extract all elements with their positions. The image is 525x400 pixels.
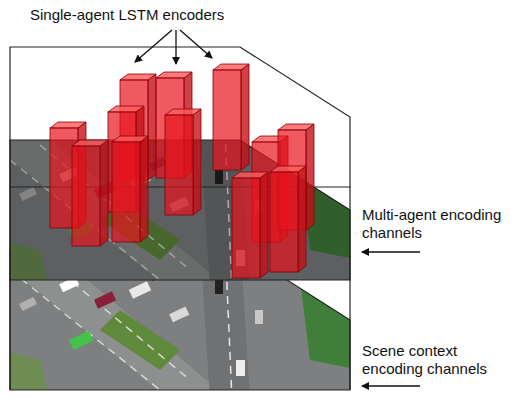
encoder-label: Single-agent LSTM encoders	[30, 6, 330, 24]
channel-label: Scene context encoding channels	[362, 342, 502, 378]
channel-label: Multi-agent encoding channels	[362, 206, 502, 242]
